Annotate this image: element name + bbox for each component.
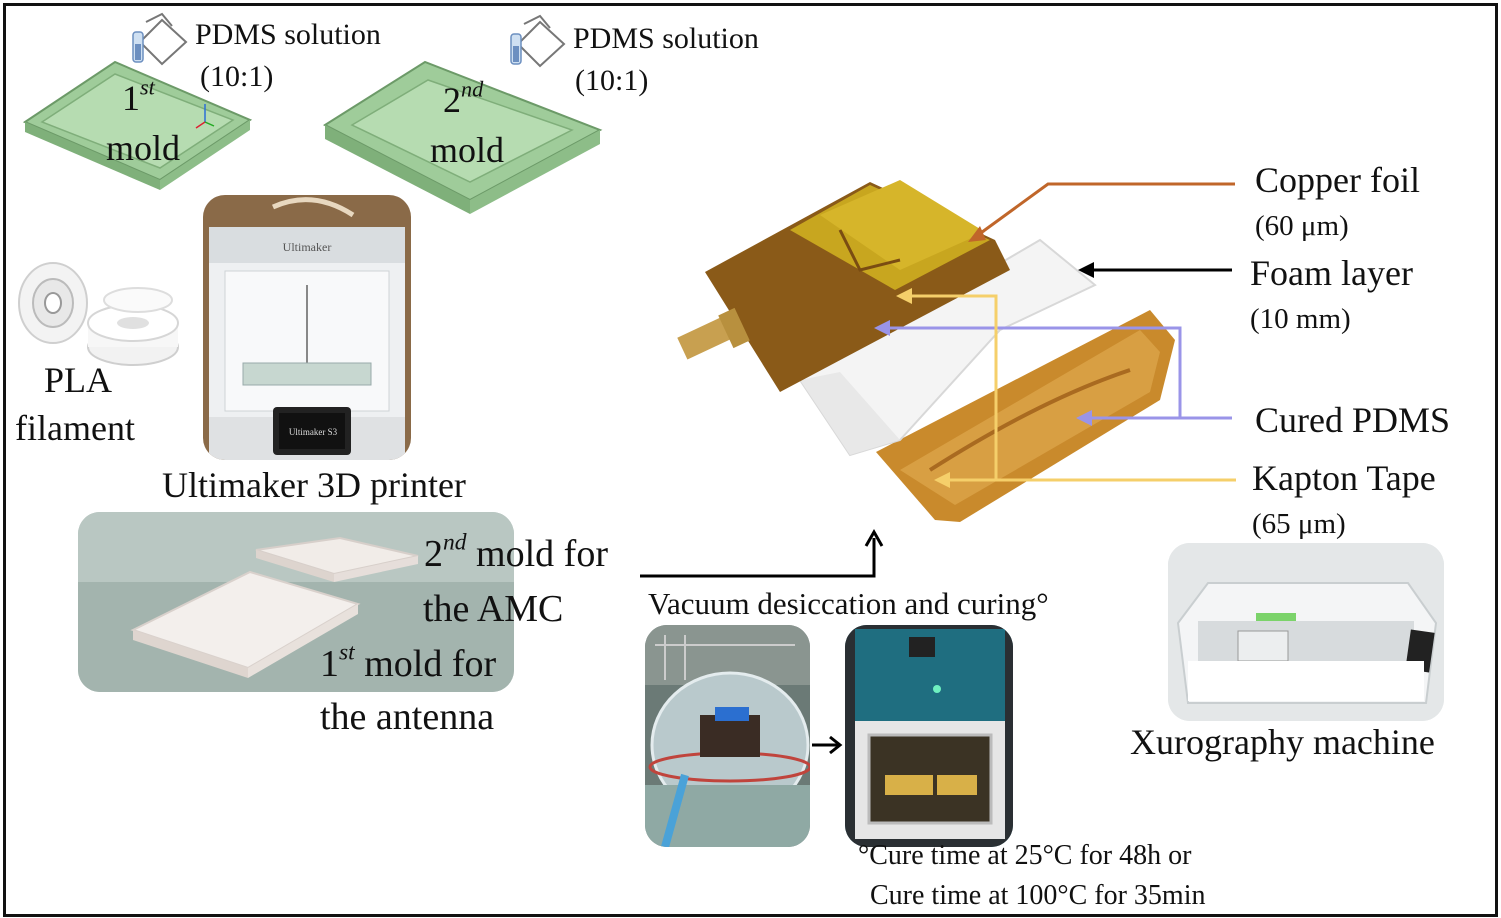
cure-note-line2: Cure time at 100°C for 35min (870, 880, 1206, 911)
pla-label-line2: filament (15, 408, 135, 448)
pdms-ratio-label-1: (10:1) (200, 60, 274, 93)
pour-beaker-icon (510, 14, 566, 68)
foam-layer-thickness: (10 mm) (1250, 303, 1351, 335)
pour-beaker-icon (132, 12, 188, 66)
pdms-ratio-label-2: (10:1) (575, 64, 649, 97)
cure-note-line1: °Cure time at 25°C for 48h or (858, 840, 1192, 871)
first-mold-render (22, 60, 253, 190)
pla-label-line1: PLA (44, 360, 113, 400)
first-mold-photo-label-line1: 1st mold for (320, 639, 497, 685)
second-mold-photo-label-line2: the AMC (423, 588, 564, 630)
copper-foil-arrow (968, 182, 1235, 242)
kapton-tape-thickness: (65 μm) (1252, 508, 1346, 540)
cured-pdms-label: Cured PDMS (1255, 400, 1451, 440)
kapton-tape-label: Kapton Tape (1252, 458, 1436, 498)
copper-foil-thickness: (60 μm) (1255, 210, 1349, 242)
second-mold-label: mold (430, 130, 505, 170)
sma-connector (677, 307, 750, 360)
second-mold-number: 2nd (443, 76, 484, 120)
pdms-solution-label-1: PDMS solution (195, 18, 381, 51)
first-mold-photo-label-line2: the antenna (320, 696, 495, 738)
second-mold-photo-label-line1: 2nd mold for (424, 529, 608, 575)
printed-molds-photo (78, 512, 514, 692)
foam-layer-arrow (1078, 262, 1232, 278)
printer-brand-text: Ultimaker (283, 240, 332, 254)
axis-gizmo-icon (195, 104, 215, 129)
pdms-solution-label-2: PDMS solution (573, 22, 759, 55)
first-mold-label: mold (106, 128, 181, 168)
svg-text:Ultimaker S3: Ultimaker S3 (289, 427, 338, 437)
pla-filament-spools-image (18, 262, 179, 366)
copper-foil-label: Copper foil (1255, 160, 1420, 200)
vacuum-curing-title: Vacuum desiccation and curing° (648, 586, 1049, 621)
figure-border (3, 3, 1498, 917)
flow-arrow (640, 528, 884, 578)
first-mold-number: 1st (122, 74, 155, 118)
kapton-tape-arrow (896, 288, 1236, 488)
ultimaker-printer-photo: Ultimaker Ultimaker S3 (203, 195, 411, 460)
vacuum-desiccator-photo (645, 625, 810, 847)
foam-layer-label: Foam layer (1250, 253, 1413, 293)
curing-oven-photo (845, 625, 1013, 847)
second-mold-render (322, 60, 603, 214)
xurography-machine-photo (1168, 543, 1444, 721)
mold-cad-renders (22, 12, 603, 214)
printer-label: Ultimaker 3D printer (162, 465, 466, 505)
xurography-label: Xurography machine (1130, 722, 1435, 762)
curing-arrow (812, 735, 843, 755)
cured-pdms-arrow (874, 320, 1232, 426)
